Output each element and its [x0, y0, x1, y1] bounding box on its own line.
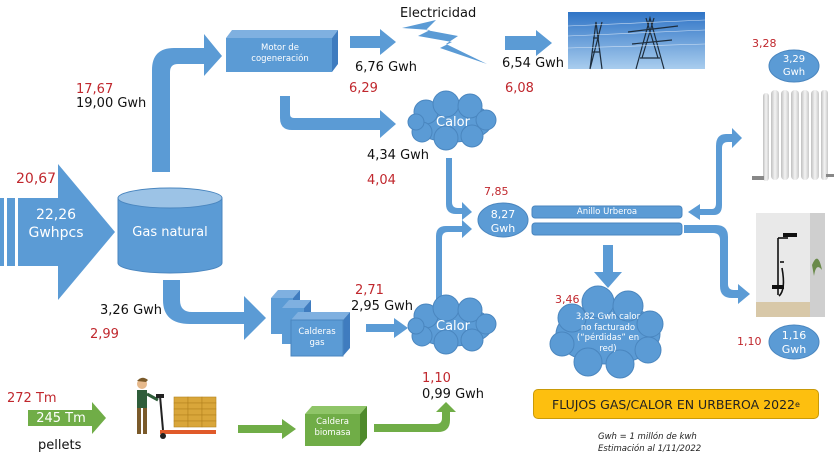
footnote-date: Estimación al 1/11/2022 [598, 444, 702, 454]
acs-unit: Gwh [781, 342, 807, 356]
arrow-gas-to-motor [152, 34, 222, 172]
pallet-worker-icon [137, 377, 217, 439]
acs-node [768, 324, 820, 360]
footnote: Gwh = 1 millón de kwh Estimación al 1/11… [598, 431, 701, 455]
motor-to-calor-estimate: 4,04 [367, 173, 396, 188]
calderas-to-calor-estimate: 2,71 [355, 283, 384, 298]
motor-label: Motor de cogeneración [251, 43, 309, 64]
arrow-gas-to-calderas [163, 280, 266, 340]
gas-to-motor-value: 19,00 Gwh [76, 96, 147, 111]
perdidas-estimate: 3,46 [555, 293, 580, 306]
gas-input-estimate: 20,67 [16, 171, 57, 187]
hub-unit: Gwh [490, 221, 516, 235]
caldera-biomasa-label: Caldera biomasa [314, 417, 351, 438]
arrow-anillo-to-acs [684, 225, 750, 304]
arrow-motor-to-calor [280, 96, 396, 138]
calor-cloud-calderas [407, 294, 497, 355]
motor-to-elec-value: 6,76 Gwh [355, 60, 418, 75]
radiator-image [752, 90, 834, 181]
biomasa-to-calor-estimate: 1,10 [422, 371, 451, 386]
shower-image [756, 213, 825, 317]
caldera-biomasa-box [305, 406, 367, 446]
lightning-icon [402, 20, 487, 64]
calefaccion-node [768, 49, 820, 83]
gas-input-value: 22,26 [35, 207, 77, 223]
hub-node [477, 202, 529, 238]
arrow-calor-to-hub [446, 158, 472, 220]
elec-to-grid-estimate: 6,08 [505, 81, 534, 96]
pellets-estimate: 272 Tm [7, 391, 57, 406]
title-superscript: e [795, 399, 800, 409]
calderas-gas-boxes [271, 290, 350, 357]
pellets-value: 245 Tm [36, 411, 86, 426]
arrow-calor2-to-hub [436, 220, 472, 300]
calefaccion-unit: Gwh [782, 66, 806, 78]
arrow-to-caldera-biomasa [238, 419, 296, 439]
calderas-gas-label: Calderas gas [298, 327, 336, 348]
motor-cogeneracion-box [226, 30, 338, 72]
calor-cogen-label: Calor [436, 115, 470, 130]
anillo-label: Anillo Urberoa [576, 207, 638, 217]
footnote-unit: Gwh = 1 millón de kwh [598, 432, 697, 442]
pellets-label: pellets [38, 438, 82, 453]
gas-natural-tank [117, 187, 223, 274]
arrow-elec-to-grid [505, 30, 552, 56]
calefaccion-value: 3,29 [782, 54, 806, 65]
electricidad-label: Electricidad [400, 6, 477, 21]
title-text: FLUJOS GAS/CALOR EN URBEROA 2022 [552, 396, 796, 412]
arrow-to-perdidas [594, 245, 622, 288]
calor-calderas-label: Calor [436, 319, 470, 334]
perdidas-cloud [549, 285, 664, 379]
calefaccion-estimate: 3,28 [752, 37, 777, 50]
motor-to-elec-estimate: 6,29 [349, 81, 378, 96]
arrow-calderas-to-calor [366, 318, 408, 338]
acs-value: 1,16 [781, 329, 807, 342]
gas-input-unit: Gwhpcs [28, 224, 84, 241]
calor-cloud-cogeneracion [407, 90, 497, 151]
anillo-urberoa-pipes [531, 205, 683, 236]
gas-to-calderas-value: 3,26 Gwh [100, 303, 163, 318]
arrow-motor-to-elec [350, 29, 396, 55]
acs-estimate: 1,10 [737, 335, 762, 348]
power-lines-image [567, 12, 706, 70]
gas-to-motor-estimate: 17,67 [76, 82, 114, 97]
gas-natural-label: Gas natural [132, 225, 208, 240]
gas-to-calderas-estimate: 2,99 [90, 327, 119, 342]
biomasa-to-calor-value: 0,99 Gwh [422, 387, 485, 402]
pellets-input-arrow [28, 402, 106, 434]
hub-value: 8,27 [490, 208, 516, 221]
hub-estimate: 7,85 [484, 185, 509, 198]
elec-to-grid-value: 6,54 Gwh [502, 56, 565, 71]
calderas-to-calor-value: 2,95 Gwh [351, 299, 414, 314]
arrow-biomasa-to-calor [374, 402, 456, 432]
motor-to-calor-value: 4,34 Gwh [367, 148, 430, 163]
arrow-return-to-anillo [688, 128, 742, 220]
perdidas-label: 3,82 Gwh calor no facturado (“pérdidas” … [575, 312, 641, 354]
gas-input-arrow [0, 164, 115, 300]
